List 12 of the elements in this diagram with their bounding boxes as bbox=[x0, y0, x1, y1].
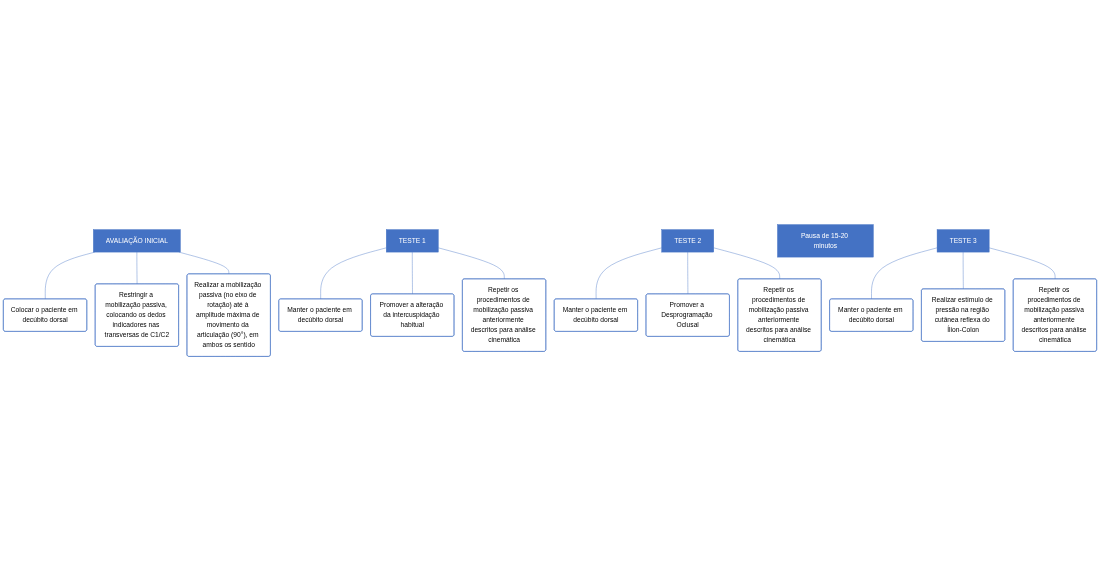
connector bbox=[320, 247, 387, 300]
connector bbox=[871, 247, 938, 300]
connector bbox=[412, 251, 413, 295]
connector bbox=[713, 247, 780, 280]
connector bbox=[45, 251, 96, 300]
connector bbox=[595, 247, 662, 300]
connector bbox=[989, 247, 1056, 280]
connector bbox=[136, 251, 138, 285]
connector bbox=[438, 247, 505, 280]
connector bbox=[178, 251, 230, 275]
connector bbox=[687, 251, 689, 295]
connector bbox=[962, 251, 964, 290]
